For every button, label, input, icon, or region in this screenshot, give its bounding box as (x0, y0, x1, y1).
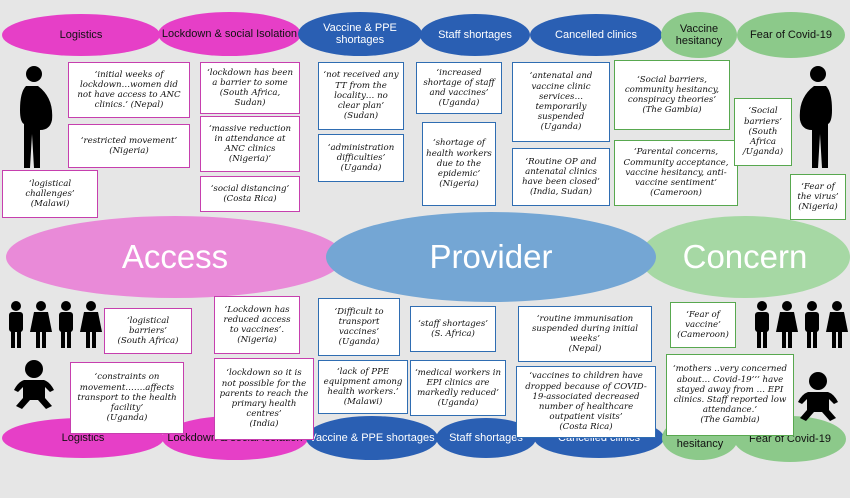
quote-fear-of-virus: ‘Fear of the virus’ (Nigeria) (790, 174, 846, 220)
quote-routine-immunisation-suspended: ‘routine immunisation suspended during i… (518, 306, 652, 362)
bottom-label-staff: Staff shortages (436, 418, 536, 458)
quote-constraints-movement: ‘constraints on movement…….affects trans… (70, 362, 184, 434)
quote-shortage-health-workers: ‘shortage of health workers due to the e… (422, 122, 496, 206)
quote-lockdown-barrier: ‘lockdown has been a barrier to some (So… (200, 62, 300, 114)
top-label-fear: Fear of Covid-19 (737, 12, 845, 58)
quote-mothers-concerned: ‘mothers ..very concerned about… Covid-1… (666, 354, 794, 436)
quote-fear-of-vaccine: ‘Fear of vaccine’ (Cameroon) (670, 302, 736, 348)
baby-icon-right (798, 372, 838, 421)
quote-social-barriers-sa: ‘Social barriers’ (South Africa /Uganda) (734, 98, 792, 166)
top-label-staff: Staff shortages (420, 14, 530, 56)
quote-social-distancing: ‘social distancing’ (Costa Rica) (200, 176, 300, 212)
quote-vaccines-dropped: ‘vaccines to children have dropped becau… (516, 366, 656, 438)
baby-icon (14, 360, 54, 409)
theme-concern: Concern (640, 216, 850, 298)
theme-access: Access (6, 216, 344, 298)
quote-massive-reduction: ‘massive reduction in attendance at ANC … (200, 116, 300, 172)
pregnant-woman-icon-right (799, 66, 832, 168)
quote-increased-shortage: ‘increased shortage of staff and vaccine… (416, 62, 502, 114)
quote-lockdown-not-possible: ‘lockdown so it is not possible for the … (214, 358, 314, 440)
quote-social-barriers-gambia: ‘Social barriers, community hesitancy, c… (614, 60, 730, 130)
quote-routine-op-closed: ‘Routine OP and antenatal clinics have b… (512, 148, 610, 206)
quote-logistical-barriers: ‘logistical barriers’ (South Africa) (104, 308, 192, 354)
quote-lack-ppe: ‘lack of PPE equipment among health work… (318, 360, 408, 414)
quote-staff-shortages: ‘staff shortages’ (S. Africa) (410, 306, 496, 352)
top-label-cancelled: Cancelled clinics (530, 14, 662, 56)
quote-parental-concerns: ‘Parental concerns, Community acceptance… (614, 140, 738, 206)
quote-medical-workers-reduced: ‘medical workers in EPI clinics are mark… (410, 360, 506, 416)
quote-difficult-transport: ‘Difficult to transport vaccines’ (Ugand… (318, 298, 400, 356)
top-label-vaccine-ppe: Vaccine & PPE shortages (298, 12, 422, 56)
top-label-logistics: Logistics (2, 14, 160, 56)
quote-logistical-challenges: ‘logistical challenges’ (Malawi) (2, 170, 98, 218)
quote-lockdown-reduced-access: ‘Lockdown has reduced access to vaccines… (214, 296, 300, 354)
quote-initial-weeks: ‘initial weeks of lockdown…women did not… (68, 62, 190, 118)
bottom-label-vaccine-ppe: Vaccine & PPE shortages (306, 416, 438, 460)
children-group-icon (9, 301, 102, 348)
top-label-hesitancy: Vaccine hesitancy (661, 12, 737, 58)
quote-antenatal-suspended: ‘antenatal and vaccine clinic services… … (512, 62, 610, 142)
children-group-icon-right (755, 301, 848, 348)
theme-provider: Provider (326, 212, 656, 302)
quote-not-received-tt: ‘not received any TT from the locality… … (318, 62, 404, 130)
quote-administration: ‘administration difficulties’ (Uganda) (318, 134, 404, 182)
pregnant-woman-icon (20, 66, 53, 168)
quote-restricted-movement: ‘restricted movement’ (Nigeria) (68, 124, 190, 168)
top-label-lockdown: Lockdown & social Isolation (158, 12, 301, 56)
